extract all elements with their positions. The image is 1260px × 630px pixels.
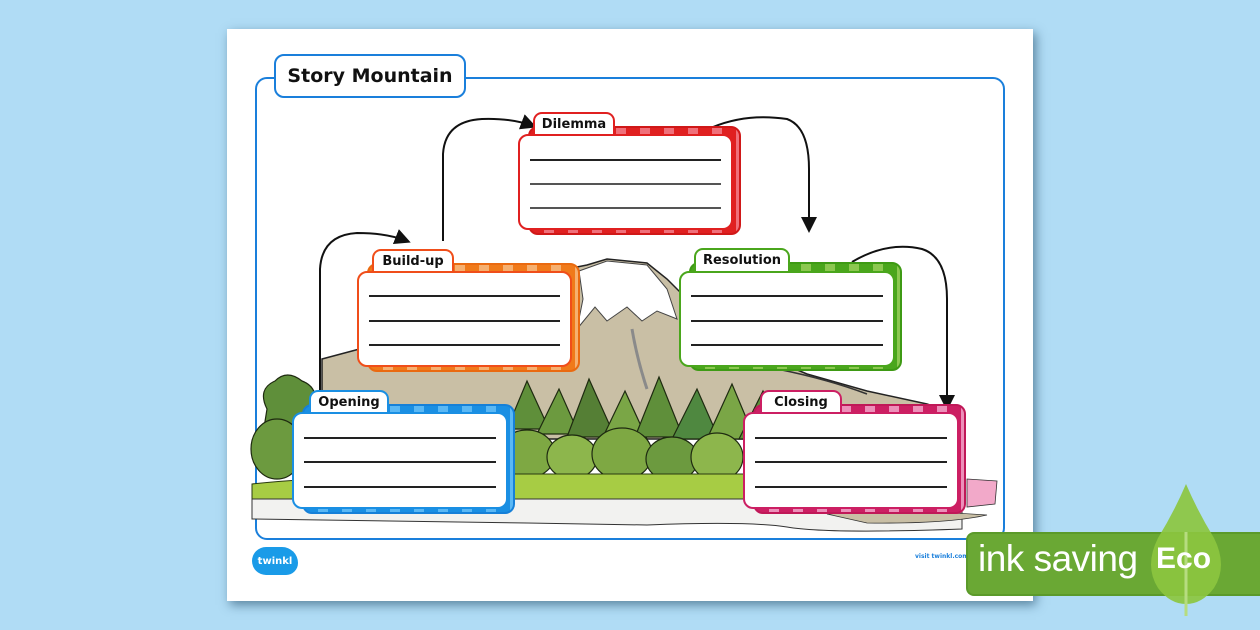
writing-area-build-up[interactable] bbox=[357, 271, 572, 367]
twinkl-logo: twinkl bbox=[252, 547, 298, 575]
writing-line bbox=[369, 320, 560, 322]
writing-line bbox=[304, 461, 496, 463]
writing-line bbox=[369, 344, 560, 346]
writing-line bbox=[530, 183, 721, 185]
writing-area-dilemma[interactable] bbox=[518, 134, 733, 230]
writing-line bbox=[755, 486, 947, 488]
visit-website-text: visit twinkl.com bbox=[915, 553, 969, 560]
writing-line bbox=[530, 159, 721, 161]
writing-area-opening[interactable] bbox=[292, 412, 508, 509]
worksheet-frame bbox=[255, 77, 1005, 540]
worksheet-title: Story Mountain bbox=[274, 54, 466, 98]
card-label-build-up: Build-up bbox=[372, 249, 454, 273]
writing-line bbox=[530, 207, 721, 209]
eco-label: Eco bbox=[1156, 542, 1212, 575]
card-label-opening: Opening bbox=[309, 390, 389, 414]
writing-line bbox=[691, 295, 883, 297]
writing-line bbox=[304, 437, 496, 439]
writing-area-closing[interactable] bbox=[743, 412, 959, 509]
card-label-closing: Closing bbox=[760, 390, 842, 414]
ink-saving-label: ink saving bbox=[978, 538, 1138, 579]
writing-line bbox=[304, 486, 496, 488]
card-label-dilemma: Dilemma bbox=[533, 112, 615, 136]
writing-line bbox=[755, 437, 947, 439]
card-label-resolution: Resolution bbox=[694, 248, 790, 273]
worksheet-page: Story Mountain Dilemma Build-up Resoluti… bbox=[227, 29, 1033, 601]
writing-area-resolution[interactable] bbox=[679, 271, 895, 367]
leaf-icon bbox=[1151, 484, 1221, 616]
writing-line bbox=[755, 461, 947, 463]
writing-line bbox=[369, 295, 560, 297]
writing-line bbox=[691, 320, 883, 322]
writing-line bbox=[691, 344, 883, 346]
